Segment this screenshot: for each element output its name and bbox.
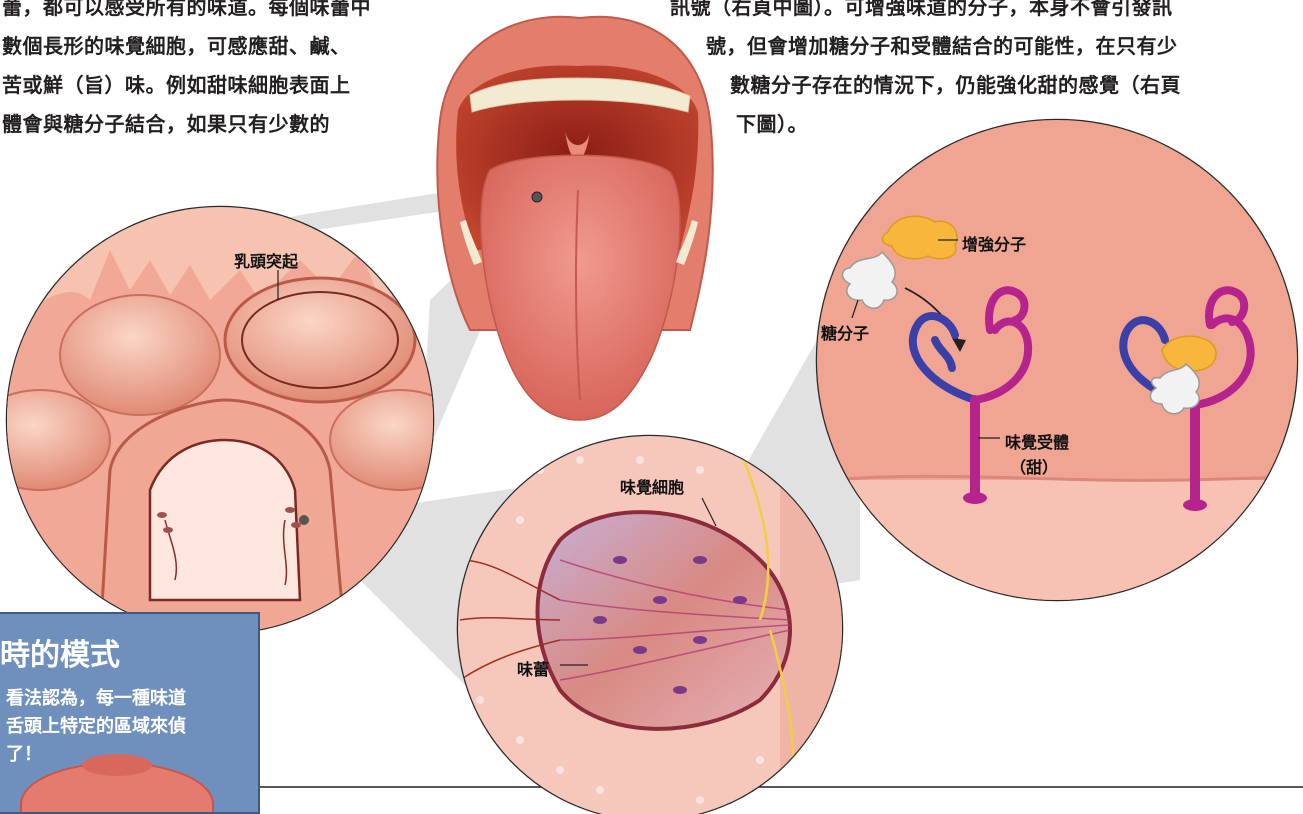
- left-paragraph-line: 數個長形的味覺細胞，可感應甜、鹹、: [2, 31, 351, 62]
- receptor-circle: [810, 110, 1303, 610]
- left-paragraph-line: 體會與糖分子結合，如果只有少數的: [2, 109, 330, 140]
- right-paragraph-line: 訊號（右頁中圖）。可增強味道的分子，本身不會引發訊: [670, 0, 1173, 23]
- sidebar-title: 時的模式: [0, 630, 120, 674]
- sidebar-line: 舌頭上特定的區域來偵: [6, 712, 186, 738]
- sidebar-line: 看法認為，每一種味道: [6, 684, 186, 710]
- mouth-thumbnail: [20, 762, 214, 814]
- label-receptor: 味覺受體: [1005, 429, 1069, 453]
- right-paragraph-line: 下圖）。: [736, 109, 808, 140]
- right-paragraph-line: 號，但會增加糖分子和受體結合的可能性，在只有少: [706, 31, 1178, 62]
- sidebar-line: 了！: [6, 740, 42, 766]
- left-paragraph-line: 苦或鮮（旨）味。例如甜味細胞表面上: [2, 70, 351, 101]
- label-papilla: 乳頭突起: [234, 248, 298, 272]
- label-enhancer: 增強分子: [962, 231, 1026, 255]
- left-paragraph: 蕾，都可以感受所有的味道。每個味蕾中 數個長形的味覺細胞，可感應甜、鹹、 苦或鮮…: [0, 0, 470, 142]
- left-paragraph-line: 蕾，都可以感受所有的味道。每個味蕾中: [2, 0, 371, 23]
- sidebar-box: 時的模式 看法認為，每一種味道 舌頭上特定的區域來偵 了！: [0, 612, 260, 814]
- right-paragraph: 訊號（右頁中圖）。可增強味道的分子，本身不會引發訊 號，但會增加糖分子和受體結合…: [670, 0, 1303, 142]
- label-receptor-sweet: （甜）: [1010, 454, 1058, 478]
- label-taste-cell: 味覺細胞: [620, 474, 684, 498]
- label-sugar: 糖分子: [821, 320, 869, 344]
- right-paragraph-line: 數糖分子存在的情況下，仍能強化甜的感覺（右頁: [730, 70, 1181, 101]
- label-taste-bud: 味蕾: [517, 656, 549, 680]
